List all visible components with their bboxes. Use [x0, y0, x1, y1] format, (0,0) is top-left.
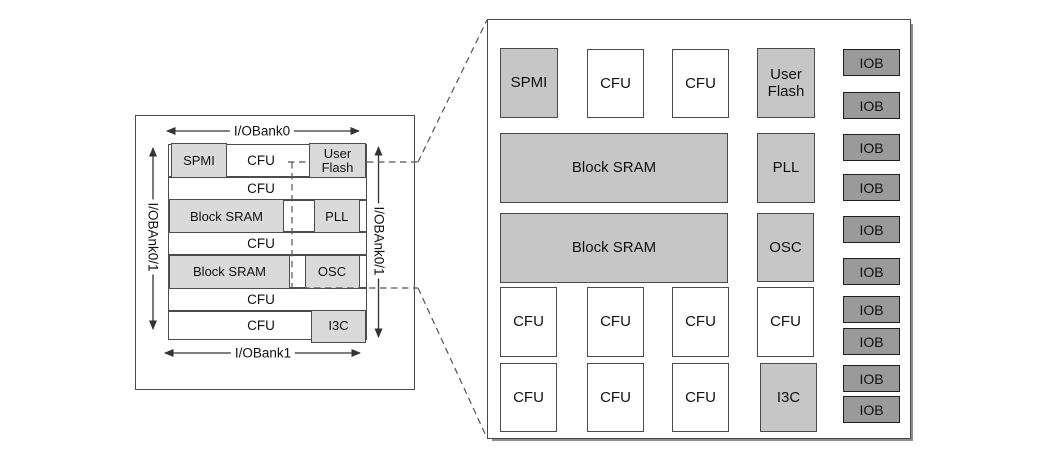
block-iob: IOB: [843, 92, 900, 119]
left-row-6: CFU: [168, 287, 367, 311]
block-osc: OSC: [757, 213, 814, 282]
block-osc: OSC: [304, 254, 360, 290]
block-iob: IOB: [843, 258, 900, 285]
left-row-1: SPMI CFU User Flash: [168, 143, 367, 179]
block-cfu: CFU: [587, 49, 644, 118]
block-spmi: SPMI: [171, 143, 227, 179]
block-pll: PLL: [757, 133, 815, 203]
block-block-sram: Block SRAM: [500, 133, 728, 203]
block-cfu: CFU: [587, 287, 644, 357]
io-bank01-right-label: I/OBAnk0/1: [371, 203, 387, 279]
block-cfu: CFU: [672, 287, 729, 357]
io-bank0-label: I/OBank0: [229, 123, 295, 139]
block-iob: IOB: [843, 174, 900, 201]
block-block-sram: Block SRAM: [169, 199, 284, 235]
block-iob: IOB: [843, 328, 900, 355]
block-cfu-label: CFU: [247, 180, 275, 196]
block-cfu-label: CFU: [247, 317, 275, 333]
left-row-7: CFU I3C: [168, 310, 367, 343]
left-row-4: CFU: [168, 232, 367, 255]
block-block-sram: Block SRAM: [500, 213, 728, 283]
block-cfu: CFU: [672, 49, 729, 118]
block-cfu: CFU: [587, 363, 644, 432]
block-cfu: CFU: [757, 287, 814, 357]
block-spmi: SPMI: [500, 48, 558, 118]
block-iob: IOB: [843, 216, 900, 243]
block-cfu-label: CFU: [247, 236, 275, 251]
block-cfu: CFU: [672, 363, 729, 432]
block-block-sram: Block SRAM: [169, 254, 290, 290]
block-cfu-label: CFU: [247, 291, 275, 307]
block-iob: IOB: [843, 49, 900, 76]
left-row-5: Block SRAM OSC: [168, 254, 367, 290]
left-row-2: CFU: [168, 176, 367, 200]
block-i3c: I3C: [311, 310, 366, 343]
block-cfu-label: CFU: [247, 152, 275, 168]
block-iob: IOB: [843, 365, 900, 392]
block-iob: IOB: [843, 134, 900, 161]
block-iob: IOB: [843, 396, 900, 423]
block-pll: PLL: [314, 199, 360, 235]
block-cfu: CFU: [500, 363, 557, 432]
io-bank01-left-label: I/OBAnk0/1: [145, 199, 161, 275]
block-user-flash: User Flash: [757, 48, 815, 118]
left-row-3: Block SRAM PLL: [168, 199, 367, 235]
block-cfu: CFU: [500, 287, 557, 357]
io-bank1-label: I/OBank1: [230, 345, 296, 361]
block-i3c: I3C: [760, 363, 817, 432]
block-user-flash: User Flash: [309, 143, 366, 179]
block-iob: IOB: [843, 296, 900, 323]
